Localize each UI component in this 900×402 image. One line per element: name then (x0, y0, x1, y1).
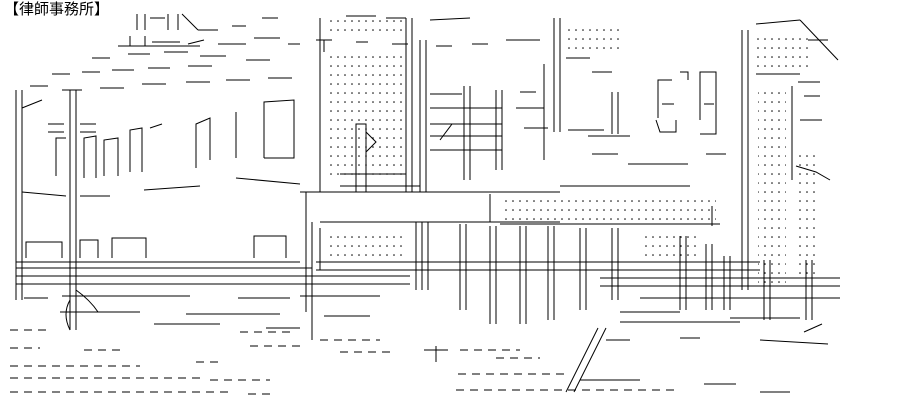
street-rails (16, 261, 840, 331)
scene-caption: 【律師事務所】 (4, 0, 110, 18)
central-building (316, 15, 420, 192)
right-tall-building (741, 19, 839, 290)
middle-office-windows (592, 71, 726, 165)
roof-left (30, 13, 300, 91)
lower-facade (300, 185, 813, 340)
left-building-wall (15, 90, 301, 330)
foreground-road (10, 329, 680, 395)
right-centre-building (419, 17, 630, 192)
foreground-steps (424, 323, 829, 393)
